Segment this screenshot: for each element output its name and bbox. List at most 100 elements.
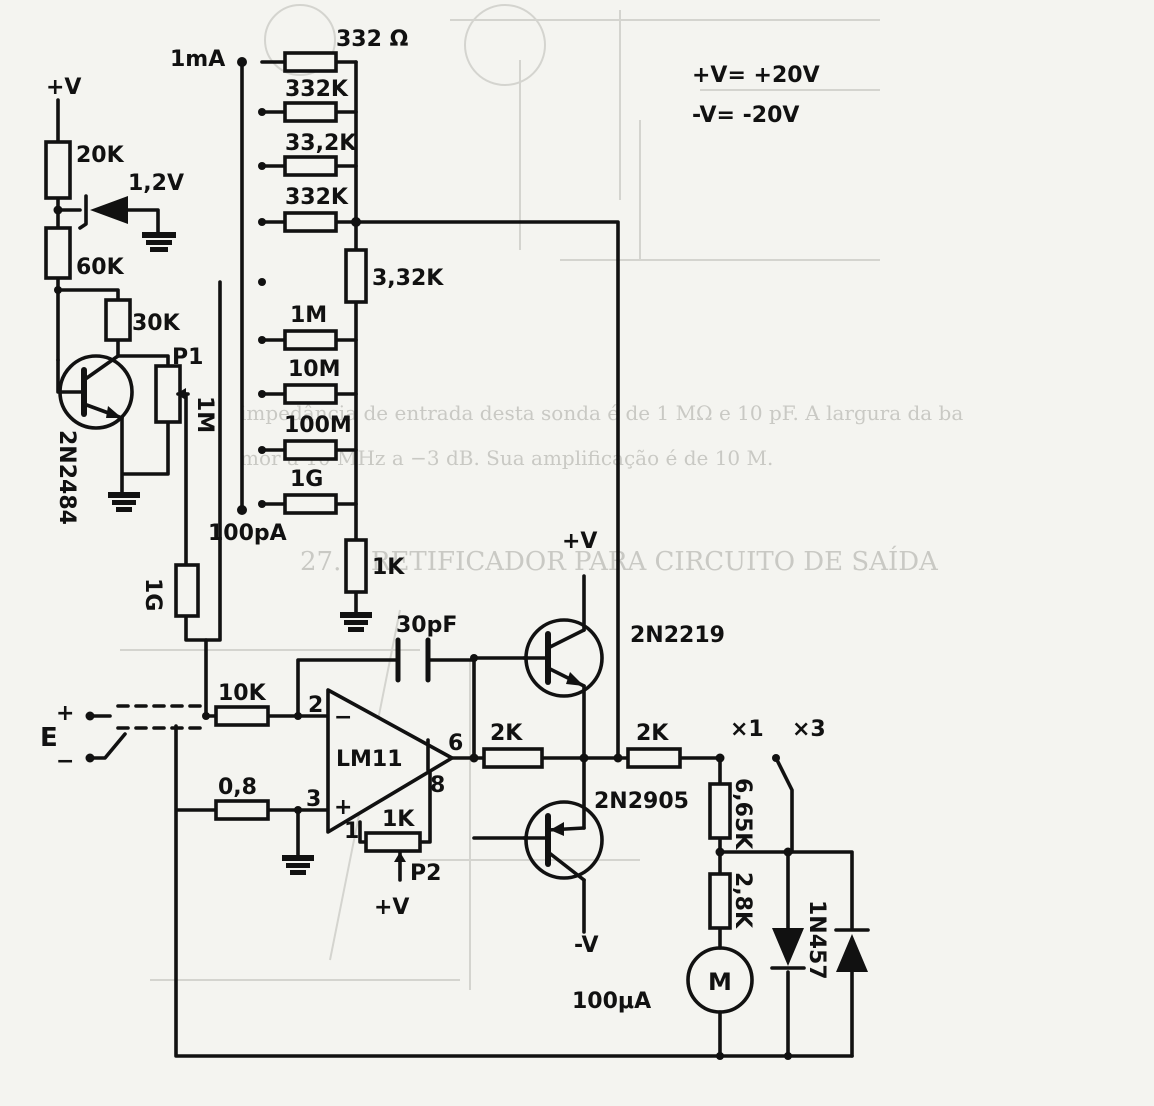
label-100m: 100M — [284, 413, 352, 438]
input-terminal-plus[interactable] — [85, 711, 95, 721]
junction-dots — [53, 205, 793, 1060]
pot-p2 — [364, 831, 422, 853]
pin-3: 3 — [306, 787, 321, 812]
ground-symbols — [108, 232, 372, 875]
label-20k: 20K — [76, 143, 125, 168]
range-contact-5[interactable] — [258, 278, 266, 286]
range-contact-2[interactable] — [258, 108, 266, 116]
pin-8: 8 — [430, 773, 445, 798]
range-label-100pa: 100pA — [208, 521, 287, 546]
range-contact-3[interactable] — [258, 162, 266, 170]
supply-negative: -V= -20V — [692, 103, 799, 128]
label-input-plus: + — [56, 701, 74, 726]
range-contact-1ma[interactable] — [237, 57, 247, 67]
zener-diode — [78, 194, 128, 230]
meter-m — [686, 946, 754, 1014]
scale-contact-x1[interactable] — [716, 754, 724, 762]
label-lm11: LM11 — [336, 747, 403, 772]
supply-positive: +V= +20V — [692, 63, 820, 88]
label-2k-base: 2K — [490, 721, 523, 746]
capacitor-30pf — [395, 637, 431, 683]
pin-6: 6 — [448, 731, 463, 756]
pin-2: 2 — [308, 693, 323, 718]
inv-sign: − — [334, 705, 352, 730]
ground-divider — [340, 612, 372, 632]
scale-contact-x3[interactable] — [772, 754, 780, 762]
label-1m: 1M — [290, 303, 327, 328]
label-1m-vertical: 1M — [192, 396, 217, 433]
range-contact-100pa[interactable] — [237, 505, 247, 515]
resistor-33-2k — [283, 155, 338, 177]
label-meter: M — [708, 968, 732, 996]
transistor-2n2219 — [522, 618, 604, 698]
label-30k: 30K — [132, 311, 181, 336]
label-1g-vertical: 1G — [140, 578, 165, 611]
label-trim-1k: 1K — [382, 807, 415, 832]
opamp-lm11 — [326, 688, 454, 834]
label-6-65k: 6,65K — [730, 778, 755, 850]
label-2n2484: 2N2484 — [54, 430, 79, 525]
resistor-1g — [283, 493, 338, 515]
resistor-30k — [104, 298, 132, 342]
scale-switch-contacts[interactable] — [716, 754, 780, 762]
label-out-vplus: +V — [562, 529, 597, 554]
resistor-1m — [283, 329, 338, 351]
ground-transistor — [108, 492, 140, 512]
label-332k-b: 332K — [285, 185, 349, 210]
label-60k: 60K — [76, 255, 125, 280]
resistor-20k — [44, 140, 72, 200]
resistor-10k — [214, 705, 270, 727]
label-332k-a: 332K — [285, 77, 349, 102]
label-meter-range: 100μA — [572, 989, 651, 1014]
input-terminals[interactable] — [85, 711, 95, 763]
pot-p1 — [154, 364, 182, 424]
resistor-0-8 — [214, 799, 270, 821]
resistor-10m — [283, 383, 338, 405]
label-p2: P2 — [410, 861, 441, 886]
label-332: 332 Ω — [336, 27, 409, 52]
range-contact-6[interactable] — [258, 336, 266, 344]
range-contact-4[interactable] — [258, 218, 266, 226]
range-switch-contacts[interactable] — [237, 57, 266, 515]
label-2n2905: 2N2905 — [594, 789, 689, 814]
ground-opamp — [282, 855, 314, 875]
labels: +V= +20V -V= -20V 1mA 100pA 332 Ω 332K 3… — [40, 27, 829, 1014]
resistor-332k-a — [283, 101, 338, 123]
resistor-2k-base — [482, 747, 544, 769]
label-trim-vplus: +V — [374, 895, 409, 920]
bleed-text-1: impedância de entrada desta sonda é de 1… — [240, 401, 963, 425]
resistor-2k-out — [626, 747, 682, 769]
label-10k: 10K — [218, 681, 267, 706]
noninv-sign: + — [334, 795, 352, 820]
label-input-e: E — [40, 723, 58, 753]
diodes-1n457 — [770, 928, 870, 972]
resistor-6-65k — [708, 782, 732, 840]
label-1k-divider: 1K — [372, 555, 405, 580]
ground-zener — [142, 232, 176, 252]
range-contact-7[interactable] — [258, 390, 266, 398]
resistors — [44, 51, 732, 930]
resistor-1k-divider — [344, 538, 368, 594]
label-33-2k: 33,2K — [285, 131, 357, 156]
resistor-1g-feedback — [174, 563, 200, 618]
label-input-minus: − — [56, 749, 74, 774]
label-30pf: 30pF — [396, 613, 457, 638]
label-1g: 1G — [290, 467, 323, 492]
pot-wipers — [176, 388, 406, 862]
range-label-1ma: 1mA — [170, 47, 225, 72]
range-contact-9[interactable] — [258, 500, 266, 508]
label-10m: 10M — [288, 357, 341, 382]
label-out-vminus: -V — [574, 933, 599, 958]
label-x1[interactable]: ×1 — [730, 717, 764, 742]
label-3-32k: 3,32K — [372, 266, 444, 291]
input-terminal-minus[interactable] — [85, 753, 95, 763]
resistor-332 — [283, 51, 338, 73]
range-contact-8[interactable] — [258, 446, 266, 454]
label-bias-vplus: +V — [46, 75, 81, 100]
pin-1: 1 — [344, 819, 359, 844]
label-2k-out: 2K — [636, 721, 669, 746]
label-x3[interactable]: ×3 — [792, 717, 826, 742]
label-2-8k: 2,8K — [730, 872, 755, 929]
resistor-3-32k — [344, 248, 368, 304]
